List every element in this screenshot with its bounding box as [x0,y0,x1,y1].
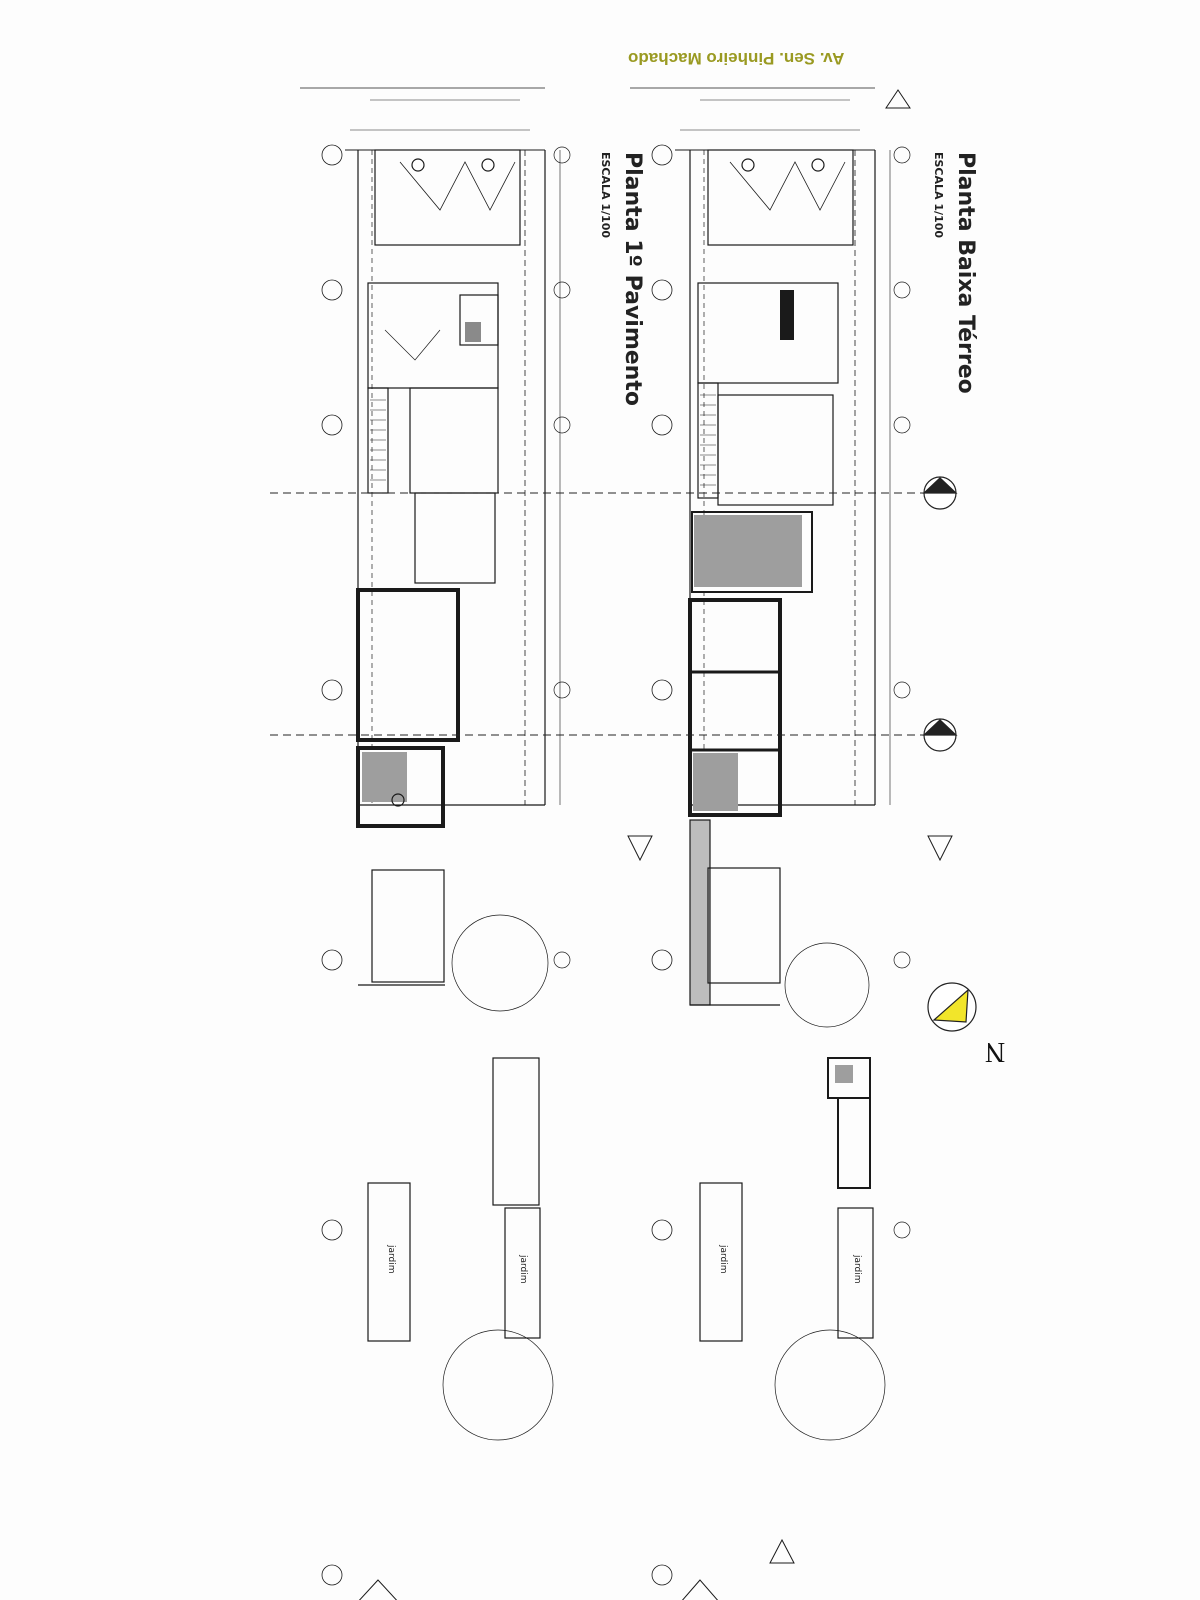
grid-bubble [553,681,571,699]
section-arrow-a [922,477,958,494]
north-arrow-fill [932,988,969,1023]
pool [707,867,781,984]
section-arrow-b [922,719,958,736]
garage-room [707,149,854,246]
bedroom-3 [414,492,496,584]
office [697,282,839,384]
stair [367,387,389,494]
stair [697,382,719,499]
rear-storage [837,1097,871,1189]
garage-fixture [481,158,495,172]
grid-bubble [893,1221,911,1239]
garden-bed-2 [837,1207,874,1339]
grid-bubble [651,279,673,301]
garden-bed-1 [699,1182,743,1342]
garden-bed-2 [504,1207,541,1339]
living-room [356,588,460,742]
stair-treads [700,394,716,486]
first-floor-scale: ESCALA 1/100 [599,152,612,239]
north-arrow [927,982,977,1032]
tree-2 [774,1329,886,1441]
bathroom-1 [459,294,499,346]
grid-bubble [893,146,911,164]
section-lines [270,492,935,736]
garage-fixture [741,158,755,172]
tree-1 [784,942,870,1028]
bathroom-2 [356,746,445,828]
kitchen-shade [694,515,802,587]
garden-label: jardim [386,1245,396,1274]
street-marker [885,89,911,109]
grid-bubble [321,414,343,436]
laundry-shade [693,753,738,811]
grid-bubble [553,951,571,969]
grid-bubble [651,949,673,971]
ground-floor-title: Planta Baixa Térreo [953,152,978,394]
door-swing [384,329,441,361]
north-label: N [985,1036,1006,1067]
first-floor-plan [300,87,653,1600]
pool [371,869,445,983]
garden-label: jardim [852,1255,862,1284]
garden-label: jardim [518,1255,528,1284]
section-symbols [922,476,958,752]
grid-bubble [893,416,911,434]
hatched-wall [689,819,711,1006]
garden-bed-1 [367,1182,411,1342]
living-room [717,394,834,506]
stair-treads [370,399,386,481]
bath-fixture [465,322,481,342]
grid-bubble [321,949,343,971]
garage-fixture [811,158,825,172]
grid-bubble [651,144,673,166]
garage-doors [399,161,516,211]
grid-bubble [553,416,571,434]
service-block [688,598,782,817]
grid-bubble [893,281,911,299]
garden-label: jardim [718,1245,728,1274]
grid-bubble [553,146,571,164]
garage-room [374,149,521,246]
tree-2 [442,1329,554,1441]
ground-floor-plan [630,87,953,1600]
level-marker [927,835,953,862]
grid-bubble [893,681,911,699]
bath-fixture [391,793,405,807]
grid-bubble [321,1564,343,1586]
level-marker [627,835,653,862]
kitchen [691,511,813,593]
section-marker [681,1579,719,1600]
tree-1 [451,914,549,1012]
bedroom-2 [409,387,499,494]
grid-bubble [553,281,571,299]
street-label: Av. Sen. Pinheiro Machado [628,49,845,68]
ground-floor-scale: ESCALA 1/100 [932,152,945,239]
rear-bath-shade [835,1065,853,1083]
section-marker [358,1579,398,1600]
grid-bubble [651,1219,673,1241]
garage-doors [729,161,846,211]
grid-bubble [893,951,911,969]
grid-bubble [321,144,343,166]
first-floor-title: Planta 1º Pavimento [620,152,645,406]
garage-fixture [411,158,425,172]
grid-bubble [651,414,673,436]
grid-bubble [321,1219,343,1241]
planter-1 [492,1057,540,1206]
grid-bubble [651,679,673,701]
wall-column [780,290,794,340]
level-marker [769,1538,795,1564]
grid-bubble [321,679,343,701]
grid-bubble [321,279,343,301]
grid-bubble [651,1564,673,1586]
